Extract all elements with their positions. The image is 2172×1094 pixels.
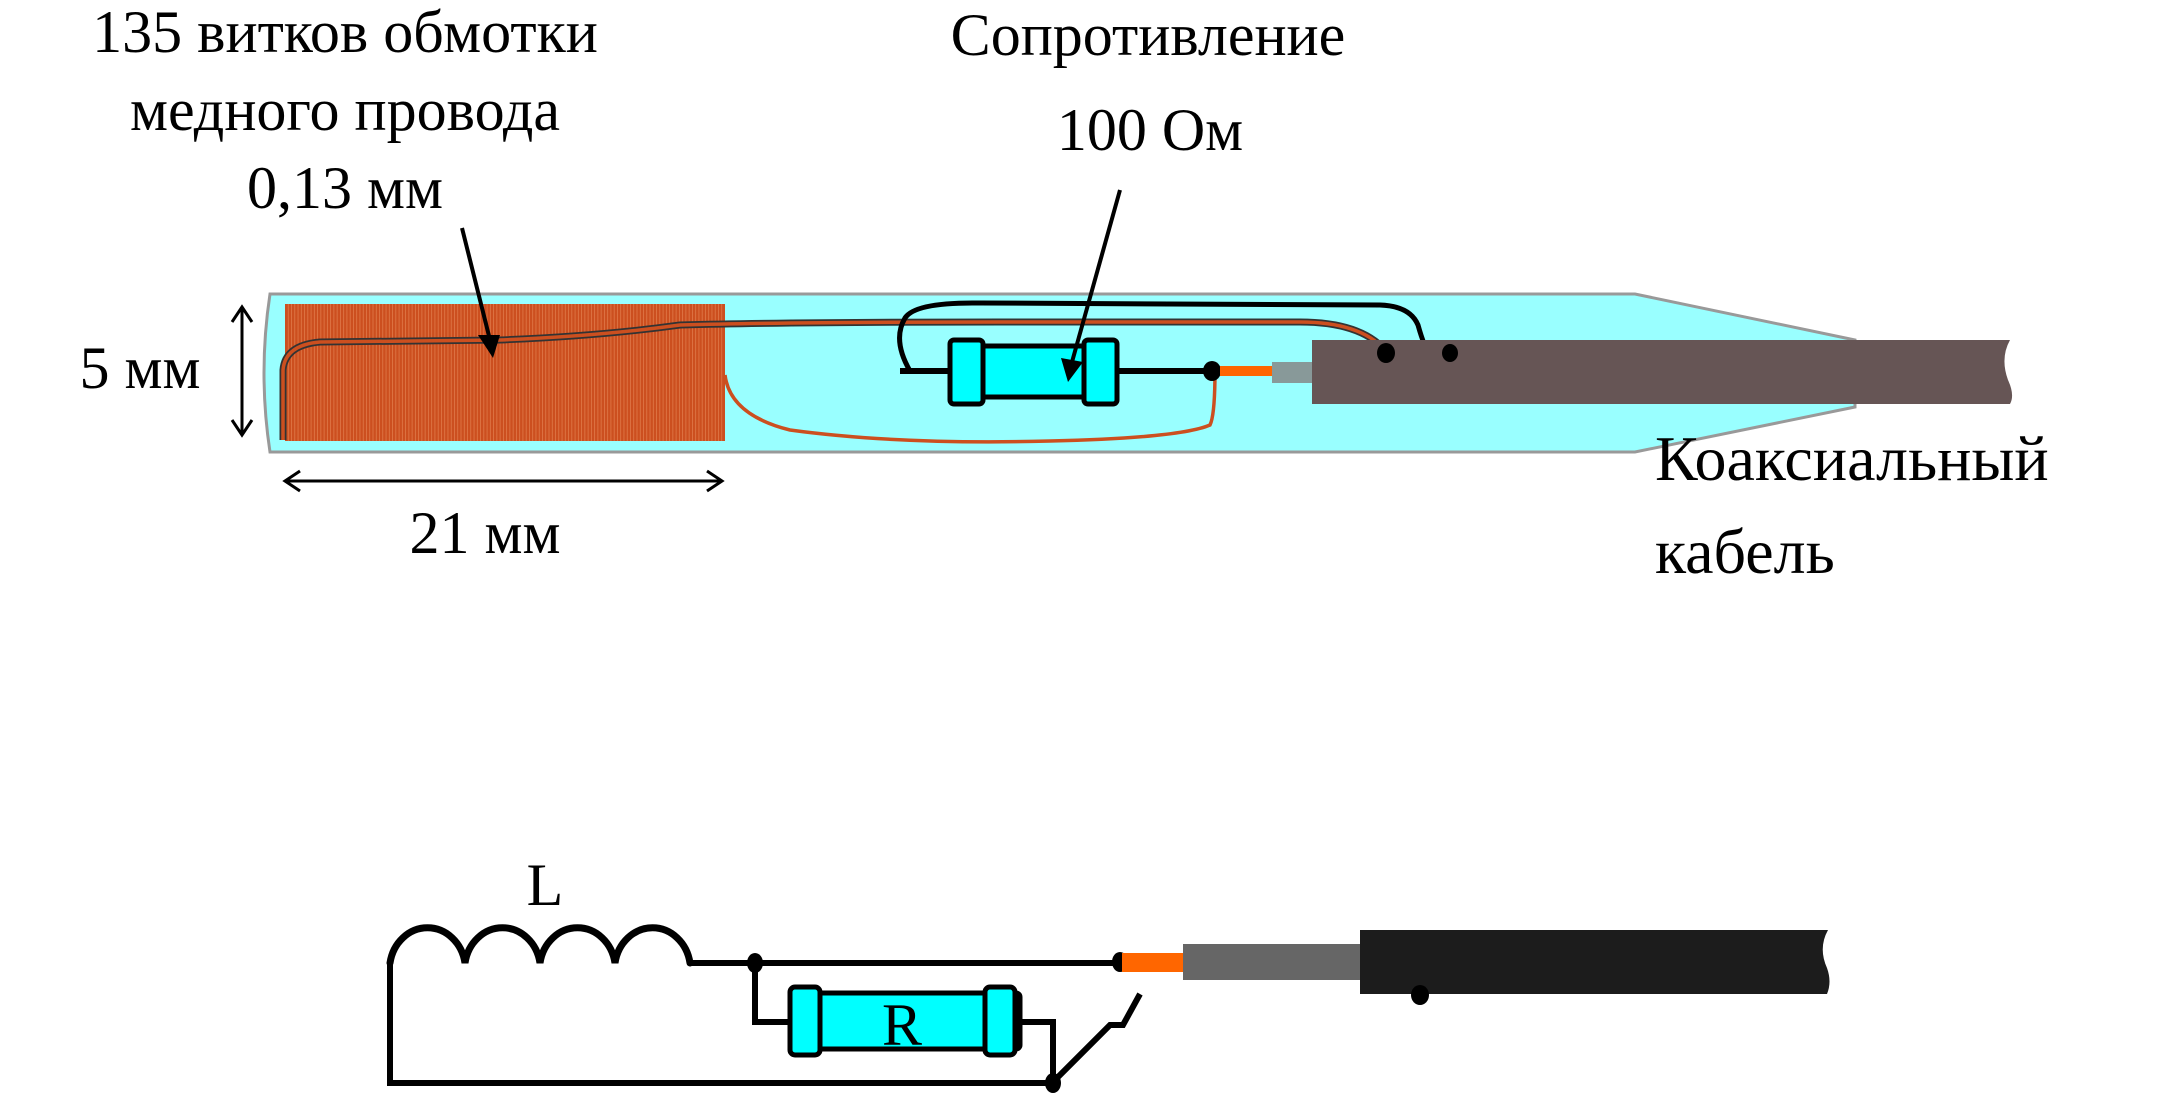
equivalent-circuit: L R	[386, 852, 1830, 1093]
resistor-symbol	[787, 984, 1023, 1058]
cable-dielectric	[1183, 944, 1361, 980]
wire-left	[387, 963, 1143, 1086]
length-label: 21 мм	[410, 500, 561, 566]
coaxial-cable	[1312, 340, 2013, 404]
resistor-pointer-arrow	[1061, 189, 1122, 382]
cable-dielectric	[1272, 362, 1312, 383]
coil-lead-bottom	[723, 369, 1217, 444]
winding-label-line1: 135 витков обмотки	[92, 0, 598, 65]
winding-label-line2: медного провода	[130, 77, 560, 143]
cable-core	[1220, 366, 1272, 376]
junction-dot	[747, 953, 763, 973]
resistor-label-line1: Сопротивление	[951, 2, 1346, 68]
height-label: 5 мм	[80, 335, 201, 401]
inductor-symbol	[386, 924, 694, 967]
shield-wire	[897, 300, 1460, 373]
winding-label-line3: 0,13 мм	[247, 155, 443, 221]
cable-contact-dot	[1442, 344, 1458, 362]
junction-dot	[1045, 1073, 1061, 1093]
wire-resistor-right	[1020, 1019, 1056, 1083]
cable-label-line1: Коаксиальный	[1655, 423, 2049, 494]
resistor-label-line2: 100 Ом	[1057, 97, 1243, 163]
wire-resistor-left	[752, 963, 800, 1025]
shield-contact-dot	[1411, 985, 1429, 1005]
coil-lead-top-copper	[281, 320, 1387, 440]
resistor-100-ohm	[900, 337, 1210, 407]
length-dimension	[282, 469, 725, 493]
inductor-label: L	[527, 852, 564, 918]
cable-label-line2: кабель	[1655, 516, 1835, 587]
height-dimension	[230, 304, 254, 438]
winding-pointer-arrow	[460, 227, 500, 358]
probe-drawing: 135 витков обмотки медного провода 0,13 …	[80, 0, 2049, 587]
cable-contact-dot	[1377, 343, 1395, 363]
cable-core	[1122, 953, 1184, 972]
junction-dot	[1203, 361, 1221, 381]
coaxial-cable	[1360, 930, 1830, 994]
resistor-label: R	[882, 992, 922, 1058]
